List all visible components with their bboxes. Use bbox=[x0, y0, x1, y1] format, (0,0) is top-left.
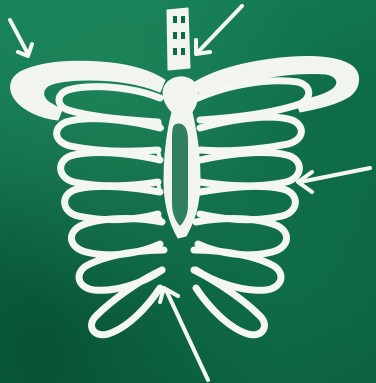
arrow-right bbox=[298, 168, 370, 192]
trachea bbox=[167, 8, 190, 70]
left-ribs bbox=[57, 87, 164, 335]
arrow-bottom bbox=[160, 288, 208, 380]
sternum bbox=[163, 77, 200, 238]
arrow-top-right bbox=[196, 6, 242, 54]
right-ribs bbox=[194, 81, 309, 335]
left-rib-outlines bbox=[158, 122, 162, 222]
arrow-top-left bbox=[10, 20, 32, 56]
